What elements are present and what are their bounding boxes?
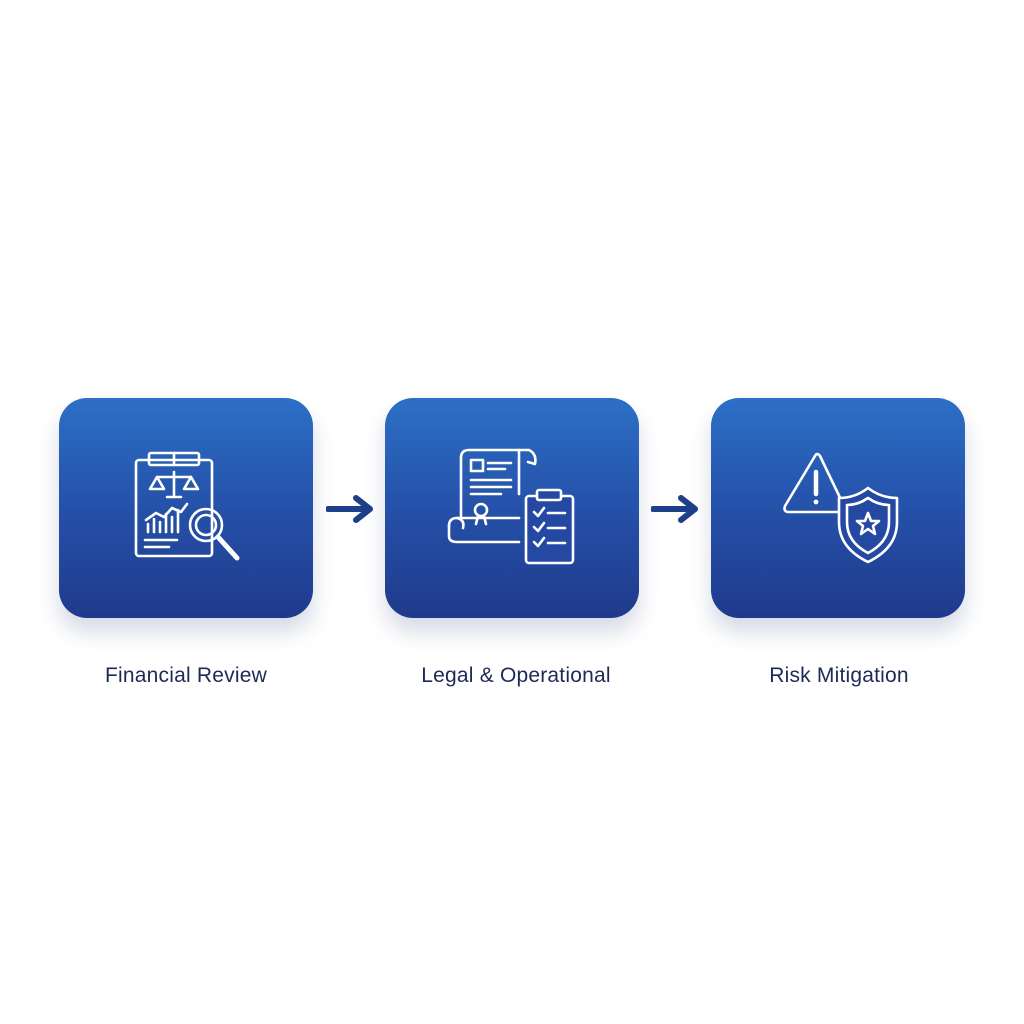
arrow-right-icon bbox=[326, 495, 373, 523]
step-label-financial-review: Financial Review bbox=[105, 664, 267, 687]
step-label-legal-operational: Legal & Operational bbox=[421, 664, 611, 687]
step-tile-legal-operational bbox=[385, 398, 639, 618]
step-tile-risk-mitigation bbox=[711, 398, 965, 618]
step-label-risk-mitigation: Risk Mitigation bbox=[769, 664, 909, 687]
financial-audit-icon bbox=[134, 451, 240, 561]
step-tile-financial-review bbox=[59, 398, 313, 618]
legal-document-checklist-icon bbox=[447, 448, 575, 565]
arrow-right-icon bbox=[651, 495, 698, 523]
warning-shield-icon bbox=[783, 452, 899, 564]
